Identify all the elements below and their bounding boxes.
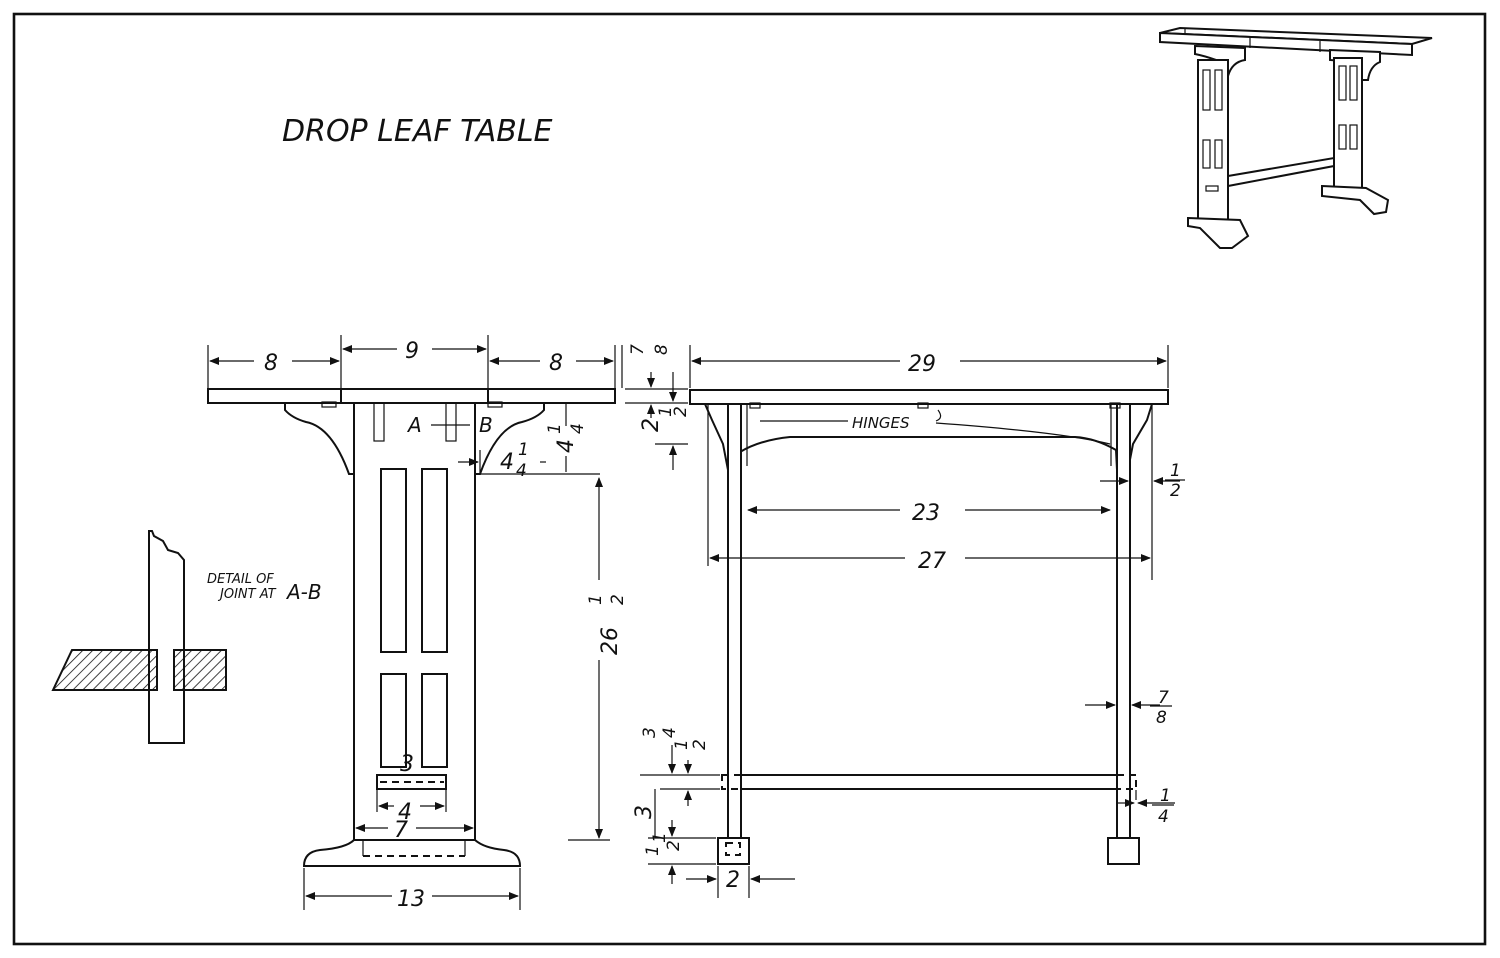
dim-apron-den: 2 [671,406,691,417]
dim-foot-height-whole: 1 [643,845,663,856]
dim-bracket-height-whole: 4 [554,439,579,453]
detail-label-line1: DETAIL OF [207,572,274,587]
dim-top-thickness-num: 7 [628,344,648,355]
dim-foot-width-side: 2 [726,868,740,893]
right-bracket [474,402,545,475]
right-leg [1116,403,1131,839]
dim-apron-whole: 2 [639,418,664,432]
side-view-top [689,389,1169,405]
section-label-b: B [479,413,493,437]
dim-bracket-width-num: 1 [518,440,529,460]
end-view-dimensions [207,335,688,910]
dim-leg-thickness-num: 7 [1158,688,1169,708]
perspective-sketch [1159,26,1433,249]
dim-slot-width: 3 [400,752,414,777]
dim-top-length: 29 [908,352,936,377]
dim-leg-offset-num: 1 [1170,461,1181,481]
dim-outer-span: 27 [918,549,946,574]
side-view [689,389,1169,865]
drawing-title: DROP LEAF TABLE [282,114,553,149]
pedestal-post [353,402,476,841]
sheet-border [12,12,1487,946]
dim-leaf-left: 8 [264,351,278,376]
side-view-dimensions [640,345,1180,898]
side-stretcher [740,774,1118,790]
dim-apron-num: 1 [656,406,676,417]
dim-foot-height-den: 2 [664,840,684,851]
right-foot [1107,837,1140,865]
dim-stretcher-height-b-den: 2 [690,739,710,750]
dim-leg-thickness-den: 8 [1156,708,1167,728]
left-foot [717,837,750,865]
dim-height-whole: 26 [598,627,623,655]
dim-inner-span: 23 [912,501,940,526]
dim-bracket-width-whole: 4 [500,450,514,475]
dim-leaf-right: 8 [549,351,563,376]
hinges-label: HINGES [852,414,910,432]
dim-height-num: 1 [586,594,606,605]
section-label-a: A [406,413,422,437]
joint-detail [51,530,227,744]
dim-bracket-width-den: 4 [516,461,527,481]
dim-leg-offset-den: 2 [1170,481,1181,501]
dim-bracket-height-den: 4 [568,423,588,434]
left-leg [727,403,742,839]
side-apron [703,403,1154,471]
dim-bracket-height-num: 1 [545,423,565,434]
dim-center-top: 9 [405,339,419,364]
dim-foot-height-num: 1 [650,832,670,843]
dim-stretcher-height-a-num: 3 [640,727,660,738]
dim-stretcher-offset-den: 4 [1158,807,1169,827]
dim-stretcher-height-b-num: 1 [672,739,692,750]
dim-post-bottom: 7 [394,818,408,843]
dim-stretcher-offset-num: 1 [1160,786,1171,806]
detail-label-ref: A-B [285,580,322,604]
end-view [207,388,616,867]
dim-foot-width: 13 [397,887,425,912]
dim-stretcher-rise: 3 [632,805,657,819]
left-bracket [284,402,355,475]
dim-stretcher-height-a-den: 4 [660,727,680,738]
dim-slot-outer: 4 [398,800,412,825]
dim-height-den: 2 [608,594,628,605]
dim-top-thickness-den: 8 [652,344,672,355]
detail-label-line2: JOINT AT [217,587,277,602]
end-view-foot [302,839,522,867]
end-view-top [207,388,616,404]
